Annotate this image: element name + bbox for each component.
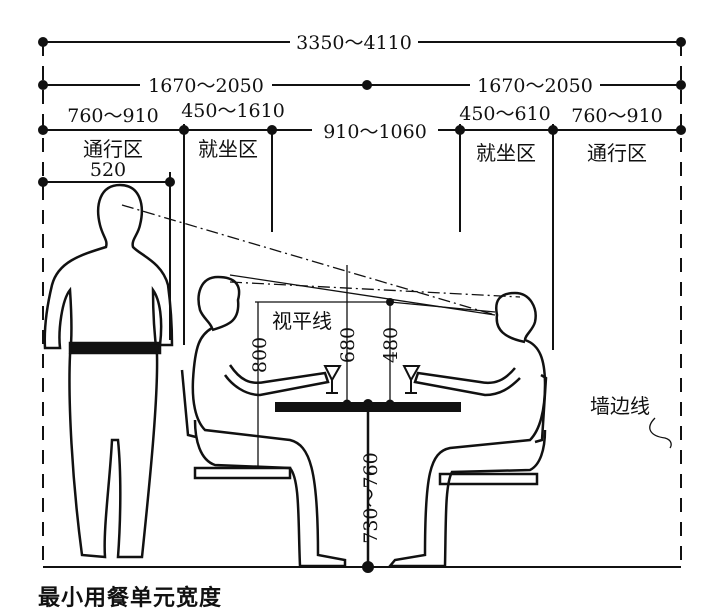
eye-above-table-label: 480 (380, 327, 402, 363)
left-seating-dim: 450～1610 (181, 100, 285, 122)
table-height-label: 730～760 (360, 452, 382, 544)
seated-person-left (180, 275, 347, 568)
seating-right-label: 就坐区 (476, 141, 536, 165)
zone-dimension: 760～910 450～1610 910～1060 450～610 760～91… (38, 100, 686, 350)
right-walkway-dim: 760～910 (571, 105, 663, 127)
glass-eye-gap-label: 680 (337, 327, 359, 363)
table-zone-dim: 910～1060 (323, 121, 427, 143)
standing-person-figure (43, 183, 174, 559)
left-walkway-dim: 760～910 (67, 105, 159, 127)
wall-line-label: 墙边线 (590, 394, 650, 418)
half-width-dimension: 1670～2050 1670～2050 (38, 75, 686, 97)
wall-leader-line (649, 417, 672, 449)
sight-line-label: 视平线 (272, 309, 332, 333)
seating-left-label: 就坐区 (198, 137, 258, 161)
dim-dot (386, 298, 394, 306)
right-seating-dim: 450～610 (459, 103, 551, 125)
diagram-caption: 最小用餐单元宽度 (38, 586, 223, 611)
total-width-dimension: 3350～4110 (38, 32, 686, 54)
half-left-label: 1670～2050 (148, 75, 264, 97)
wine-glass-icon (402, 365, 421, 394)
shoulder-width-label: 520 (90, 159, 126, 181)
walkway-right-label: 通行区 (587, 141, 647, 165)
half-right-label: 1670～2050 (477, 75, 593, 97)
seated-person-right (387, 291, 548, 568)
sight-lines (121, 204, 521, 316)
total-width-label: 3350～4110 (296, 32, 412, 54)
dining-table: 730～760 (275, 399, 461, 573)
walkway-left-label: 通行区 (83, 137, 143, 161)
wine-glass-icon (323, 365, 342, 394)
seated-eye-height-label: 800 (249, 337, 271, 373)
